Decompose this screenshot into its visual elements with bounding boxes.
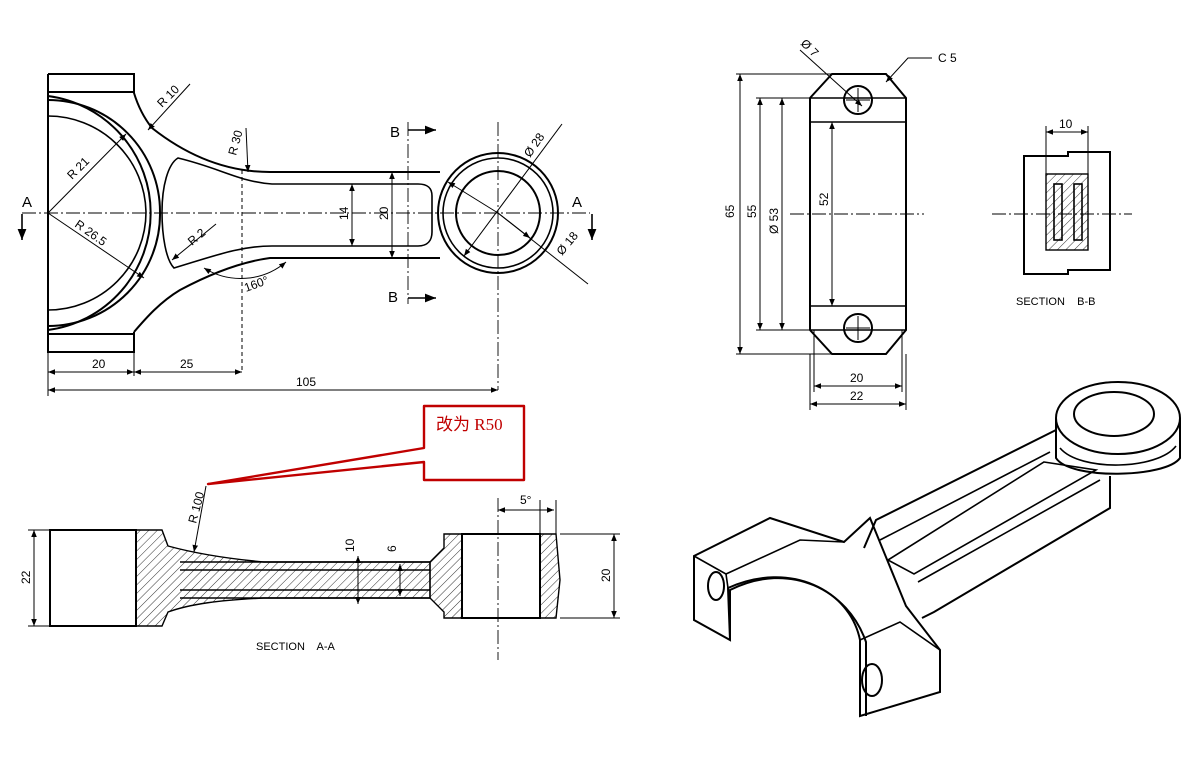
front-view: A A B B R 10 R 30 R 21 R 26.5 R 2 160° 1… (17, 73, 597, 396)
section-bb-dim-10-label: 10 (1059, 117, 1073, 131)
revision-callout-box (206, 404, 526, 486)
section-aa: R 100 10 6 5° 22 20 SECTION A-A (19, 485, 620, 660)
section-bb: 10 SECTION B-B (992, 117, 1132, 308)
radius-10-label: R 10 (154, 82, 182, 110)
section-aa-dim-10-label: 10 (343, 538, 357, 552)
angle-5-label: 5° (520, 493, 532, 507)
section-mark-b-top: B (390, 124, 400, 141)
section-aa-dim-20-label: 20 (599, 568, 613, 582)
dim-25-label: 25 (180, 357, 194, 371)
side-dim-52-label: 52 (817, 192, 831, 206)
web-pocket (161, 157, 433, 269)
isometric-view (693, 381, 1181, 718)
side-dia-53-label: Ø 53 (767, 208, 781, 234)
dim-105-label: 105 (296, 375, 316, 389)
section-aa-dim-22-label: 22 (19, 570, 33, 584)
section-bb-caption: SECTION B-B (1016, 296, 1095, 308)
dia-28-label: Ø 28 (521, 130, 548, 160)
revision-note-text: 改为 R50 (436, 415, 503, 434)
dim-20-vertical-label: 20 (377, 206, 391, 220)
section-mark-a-right: A (572, 194, 582, 211)
side-view: Ø 7 C 5 65 55 Ø 53 52 20 22 (723, 36, 957, 410)
section-mark-a-left: A (22, 194, 32, 211)
chamfer-c5-label: C 5 (938, 51, 957, 65)
revision-annotation: 改为 R50 (206, 404, 526, 486)
section-aa-caption: SECTION A-A (256, 641, 336, 653)
side-bolt-hole-bottom (843, 313, 873, 343)
side-dim-22-label: 22 (850, 389, 864, 403)
radius-2-label: R 2 (185, 225, 209, 248)
side-dia-7-label: Ø 7 (798, 36, 822, 60)
dia-18-label: Ø 18 (554, 229, 582, 258)
side-bolt-hole-top (843, 85, 873, 115)
section-mark-b-bottom: B (388, 289, 398, 306)
section-bb-hatch (1045, 173, 1089, 251)
side-dim-65-label: 65 (723, 204, 737, 218)
section-aa-hatch-right (429, 533, 463, 619)
side-outline (809, 73, 907, 355)
dim-14-label: 14 (337, 206, 351, 220)
radius-30-label: R 30 (225, 128, 245, 156)
dim-20-label: 20 (92, 357, 106, 371)
radius-100-label: R 100 (185, 490, 207, 525)
section-aa-hatch-left (135, 529, 431, 627)
angle-160-label: 160° (242, 273, 270, 295)
side-dim-20-label: 20 (850, 371, 864, 385)
radius-21-label: R 21 (64, 154, 92, 182)
section-aa-dim-6-label: 6 (385, 545, 399, 552)
side-dim-55-label: 55 (745, 204, 759, 218)
